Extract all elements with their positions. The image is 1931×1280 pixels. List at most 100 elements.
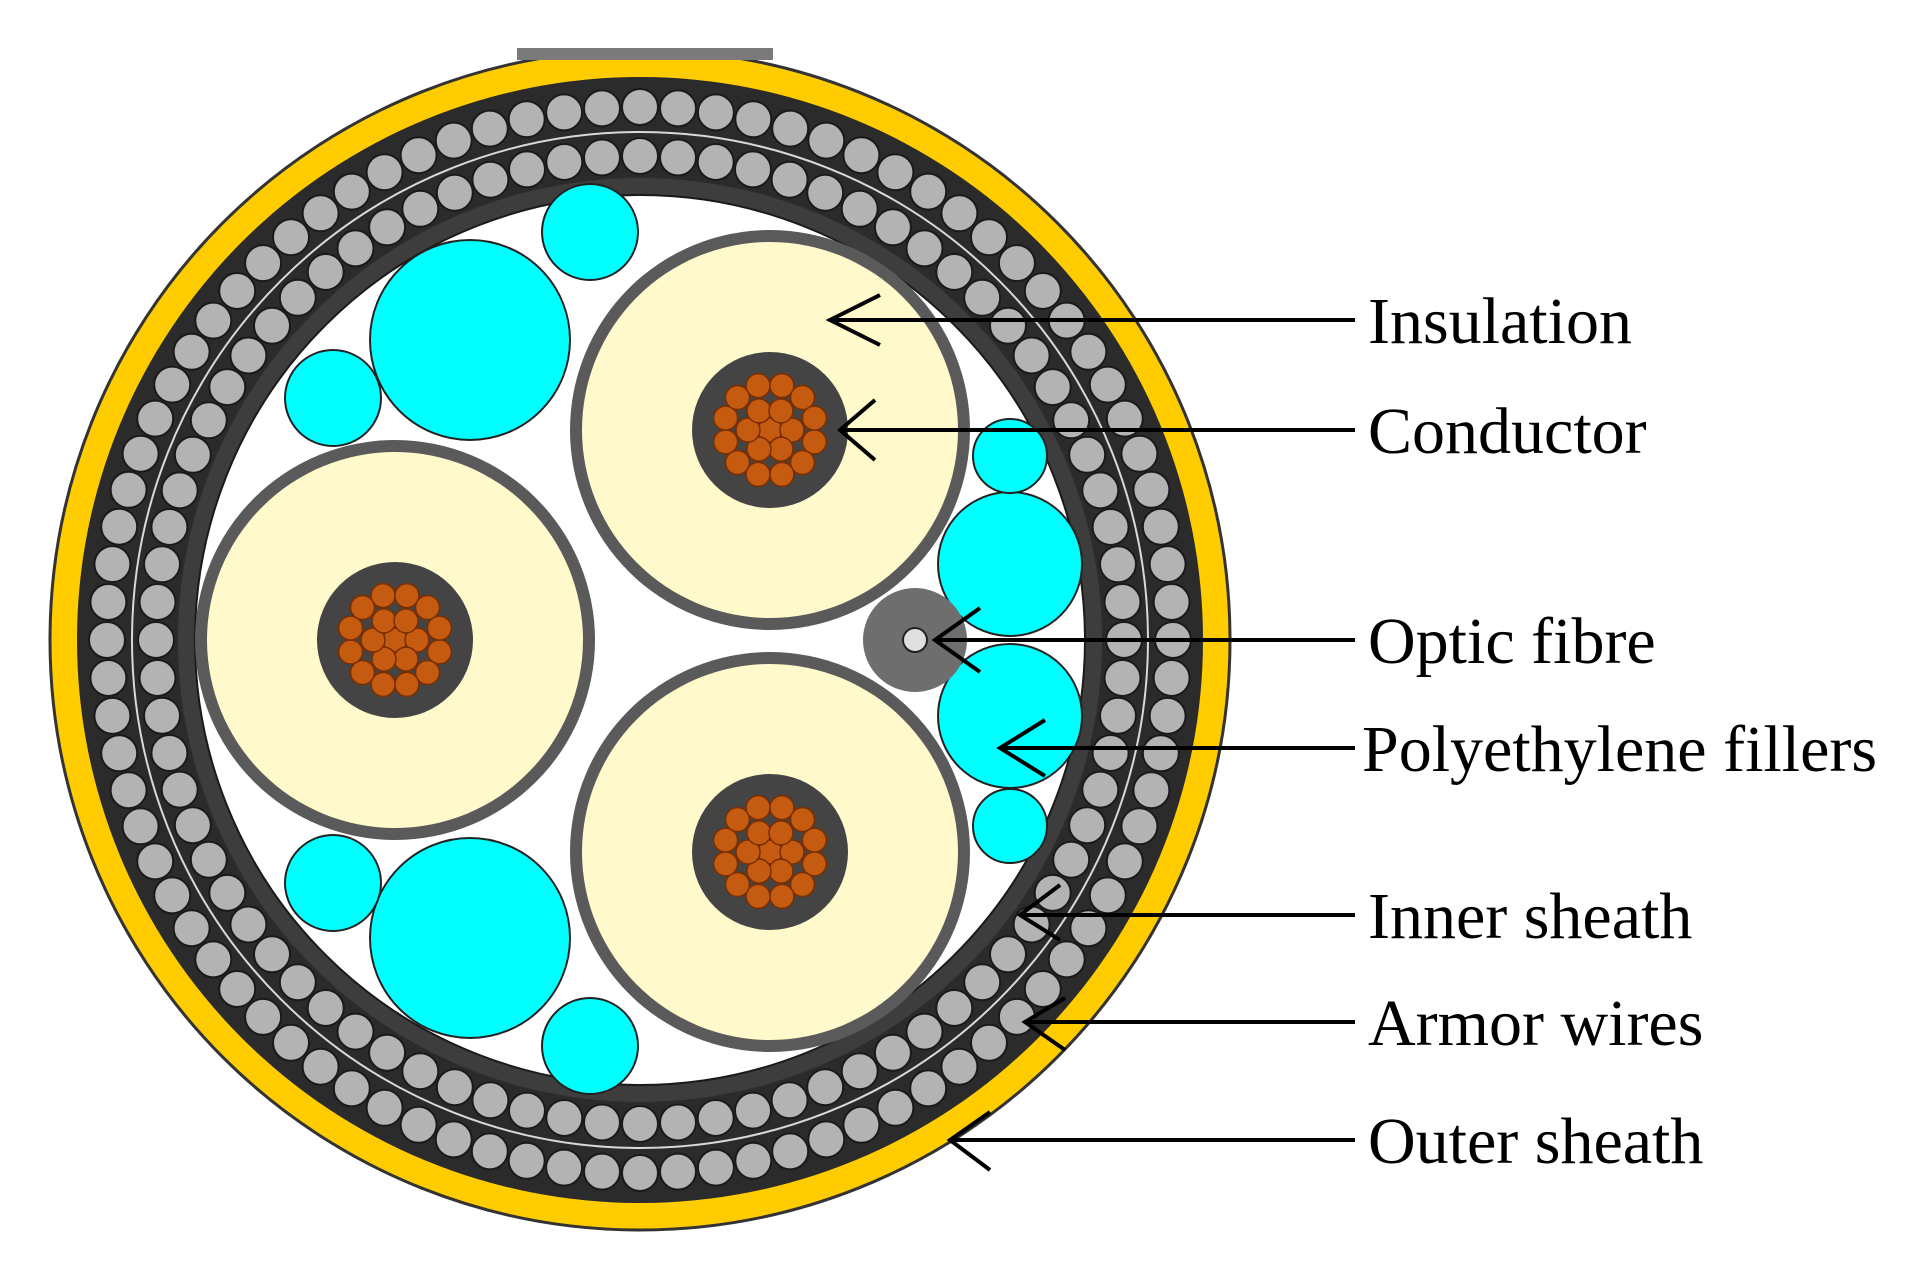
armor-wire [332,1069,371,1108]
armor-wire [332,172,371,211]
armor-wire [696,143,735,181]
armor-wire [208,873,247,912]
armor-wire [1023,970,1062,1008]
armor-wire [153,876,192,915]
armor-wire [583,89,621,128]
leader-optic-fibre [931,606,1355,674]
armor-wire [160,471,199,510]
armor-wire [138,659,177,697]
armor-wire [368,1033,407,1072]
conductor-strand [745,461,771,488]
armor-wire [734,100,773,139]
armor-wire [278,278,317,317]
conductor-strand [746,820,772,846]
power-cores-group [195,230,970,1052]
armor-wire [1132,470,1171,509]
armor-wire [1148,696,1187,735]
power-core-left [195,440,595,840]
armor-wire [1047,940,1086,979]
leader-insulation [825,293,1355,347]
optic-fibre-core [902,627,928,653]
armor-wire [970,1023,1008,1062]
armor-wire [807,1120,846,1159]
armor-wire [229,905,268,944]
conductor-strand [769,461,795,488]
armor-wire [876,1088,915,1127]
armor-wire [659,1152,697,1191]
conductor-strand [769,794,795,821]
armor-wire [89,583,128,621]
armor-wire [1120,807,1159,846]
power-core-top [570,230,970,630]
armor-wire [771,1132,810,1171]
armor-wire [970,218,1008,257]
armor-wire [1081,471,1120,510]
conductor-strand [746,436,772,462]
armor-wire [696,93,735,132]
armor-wire [109,771,148,810]
armor-wire [507,100,546,139]
armor-wires-inner-layer [137,137,1143,1143]
outer-sheath-marker-stripe [517,48,773,60]
conductor-strand [337,615,364,641]
armor-wire [1132,771,1171,810]
armor-wire [194,301,233,340]
armor-wire [401,189,440,228]
label-inner-sheath: Inner sheath [1368,880,1692,953]
armor-wire [734,1091,772,1130]
armor-wire [545,93,584,132]
armor-wire [93,696,132,735]
armor-wire [172,332,211,371]
armor-wire [1152,583,1191,621]
conductor-strand [393,608,419,634]
label-conductor: Conductor [1368,395,1647,468]
armor-wire [336,1012,375,1051]
filler-small [541,183,639,281]
conductor-strand [769,372,795,399]
component-labels: Insulation Conductor Optic fibre Polyeth… [1362,285,1877,1178]
armor-wire [253,935,291,974]
armor-wire [88,621,126,659]
armor-wire [100,507,139,546]
label-optic-fibre: Optic fibre [1368,605,1656,678]
armor-wire [840,189,879,228]
armor-wire [143,696,181,735]
conductor-strand [768,436,794,462]
armor-wire [301,1047,340,1086]
armor-wire [935,989,974,1027]
armor-wire [1091,734,1130,772]
armor-wire [336,229,375,268]
armor-wire [1068,435,1107,474]
armor-wire [842,136,881,175]
armor-wire [471,160,510,199]
armor-wire [93,545,132,584]
armor-wire [842,1105,881,1144]
conductor-strand [371,646,397,672]
armor-wire [434,1120,473,1159]
conductor-strand [724,806,751,833]
filler-small [284,349,382,447]
conductor-strand [349,659,376,686]
armor-wire [470,109,509,148]
armor-wire [696,1099,735,1137]
armor-wire [160,770,199,809]
armor-wire [1088,365,1127,404]
armor-wire [399,136,438,175]
armor-wire [545,1099,584,1137]
armor-wire [989,935,1027,974]
conductor-strand [801,405,828,431]
conductor-strand [789,806,816,833]
armor-wire [806,173,845,212]
filler-small [541,997,639,1095]
armor-wire [401,1052,440,1091]
conductor-strand [769,883,795,910]
armor-wire [1103,583,1142,621]
armor-wire [905,229,944,268]
armor-wire [121,807,160,846]
conductor-strand [746,398,772,424]
armor-wire [734,1141,773,1180]
conductor-strand [371,608,397,634]
armor-wire [507,1141,546,1180]
armor-wire [583,138,621,177]
